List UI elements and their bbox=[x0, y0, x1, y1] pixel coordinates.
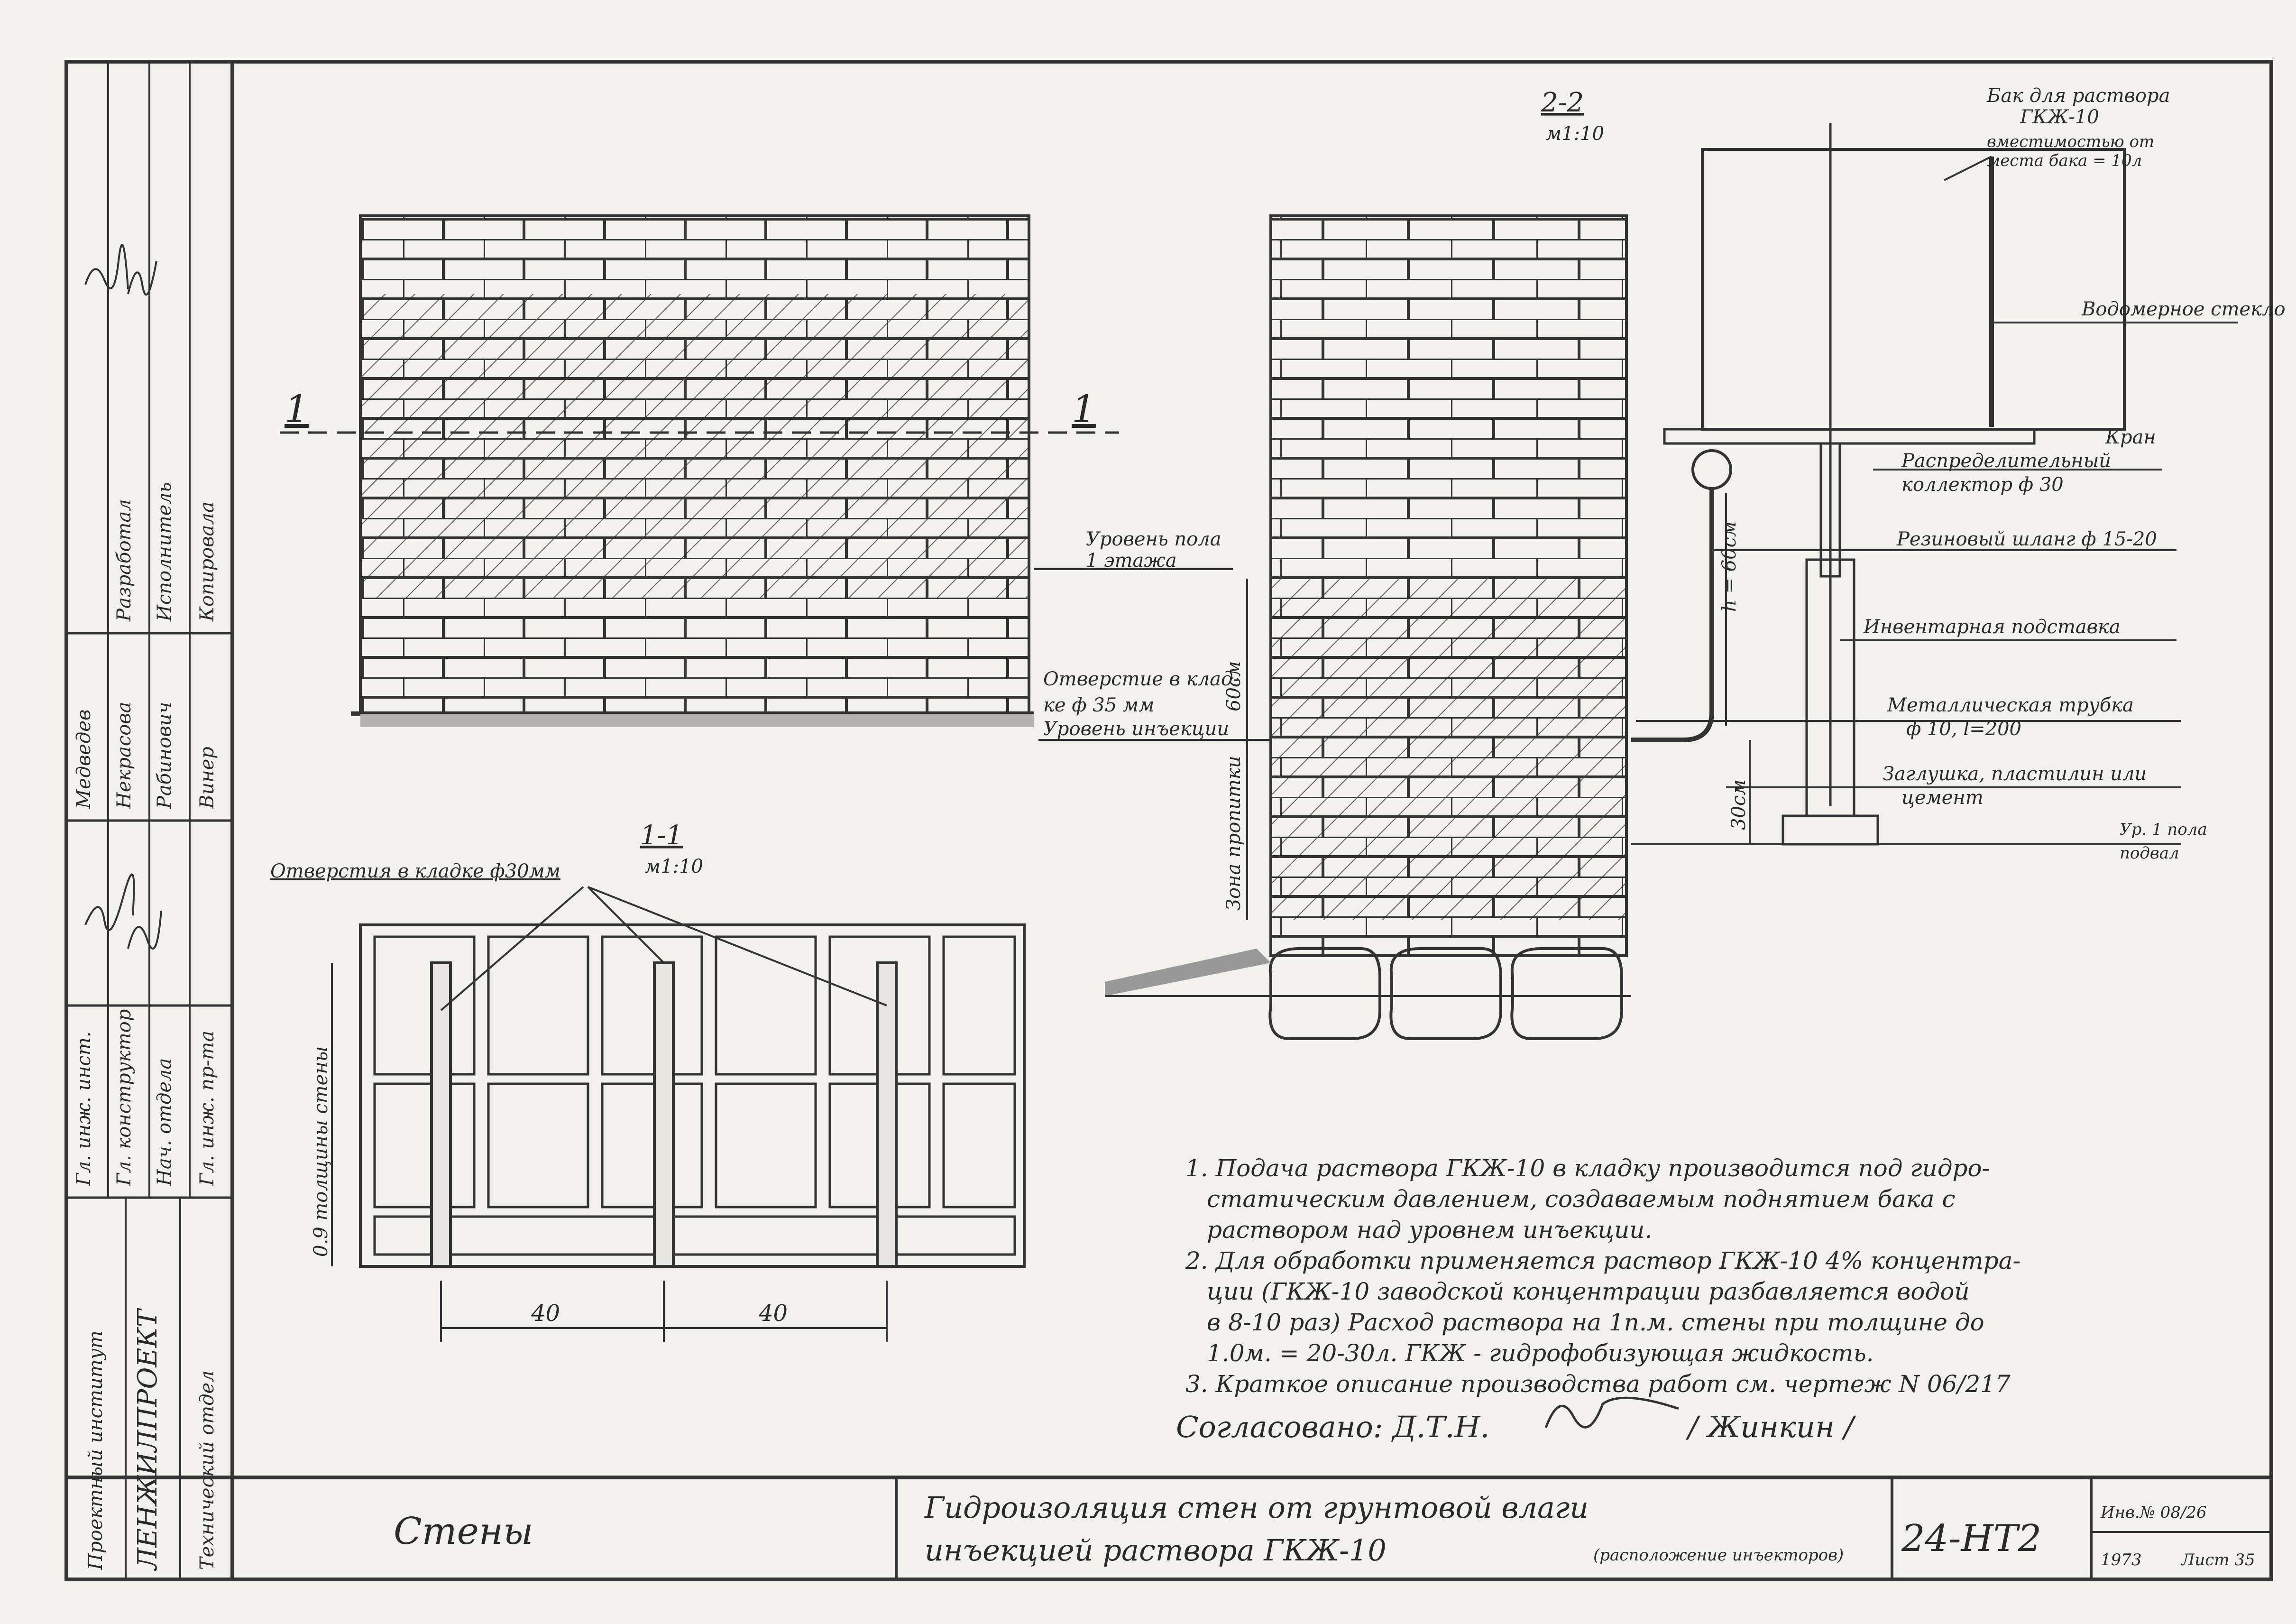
stamp-sidebar: Разработал Исполнитель Копировала Медвед… bbox=[66, 62, 232, 1579]
section-name: Стены bbox=[394, 1510, 533, 1553]
sheet-title-line1: Гидроизоляция стен от грунтовой влаги bbox=[924, 1490, 1589, 1525]
stamp-pos-1: Гл. инж. инст. bbox=[73, 1031, 95, 1186]
note-line: ции (ГКЖ-10 заводской концентрации разба… bbox=[1207, 1278, 1970, 1305]
section-2-scale: м1:10 bbox=[1546, 123, 1604, 145]
hole-label-1: Отверстие в клад- bbox=[1043, 668, 1240, 690]
tank-label-2: ГКЖ-10 bbox=[2020, 106, 2099, 128]
section-1-scale: м1:10 bbox=[645, 856, 703, 877]
sheet-year: 1973 bbox=[2101, 1550, 2142, 1569]
tap-icon bbox=[1691, 449, 1732, 490]
tank-label-3: вместимостью от bbox=[1987, 132, 2154, 151]
note-line: в 8-10 раз) Расход раствора на 1п.м. сте… bbox=[1207, 1309, 1984, 1336]
signature-mark bbox=[1544, 1396, 1679, 1429]
h-mark-label: 60см bbox=[1223, 661, 1245, 711]
tank-label-1: Бак для раствора bbox=[1986, 85, 2170, 107]
tube-label-1: Металлическая трубка bbox=[1887, 694, 2134, 716]
inventory-number: Инв.№ 08/26 bbox=[2100, 1503, 2207, 1522]
approval-label: Согласовано: Д.Т.Н. bbox=[1176, 1410, 1489, 1444]
tank-label-4: места бака = 10л bbox=[1987, 151, 2142, 170]
notes-block: 1. Подача раствора ГКЖ-10 в кладку произ… bbox=[1176, 1154, 2020, 1444]
injection-hole bbox=[876, 961, 898, 1268]
stamp-role-3: Копировала bbox=[196, 501, 218, 622]
h-pipe-label: h = 60см bbox=[1718, 521, 1740, 612]
level-label-2: подвал bbox=[2120, 844, 2179, 863]
sheet-code: 24-НТ2 bbox=[1901, 1517, 2041, 1560]
title-block: Стены Гидроизоляция стен от грунтовой вл… bbox=[394, 1477, 2271, 1579]
wall-section-1-1: 1-1 м1:10 Отверстия в кладке ф30мм 0.9 т… bbox=[270, 820, 1026, 1342]
institute-label: Проектный институт bbox=[85, 1330, 107, 1570]
glass-label: Водомерное стекло bbox=[2081, 298, 2286, 320]
solution-tank bbox=[1701, 148, 2126, 431]
note-line: 2. Для обработки применяется раствор ГКЖ… bbox=[1185, 1247, 2020, 1274]
section-2-title: 2-2 bbox=[1541, 87, 1584, 118]
zone-label: Зона пропитки bbox=[1223, 756, 1245, 911]
note-line: 3. Краткое описание производства работ с… bbox=[1185, 1370, 2011, 1398]
stand-label: Инвентарная подставка bbox=[1863, 616, 2121, 638]
note-line: раствором над уровнем инъекции. bbox=[1207, 1216, 1652, 1244]
level-label-1: Ур. 1 пола bbox=[2120, 820, 2207, 839]
hole-label-3: Уровень инъекции bbox=[1043, 718, 1229, 740]
stamp-name-2: Некрасова bbox=[113, 701, 135, 809]
cut-mark-right: 1 bbox=[1072, 387, 1096, 431]
plug-label-1: Заглушка, пластилин или bbox=[1883, 763, 2147, 785]
wall-elevation: 1 1 Уровень пола 1 этажа bbox=[280, 214, 1233, 727]
injection-equipment: h = 60см 30см Бак для раствора ГКЖ-10 вм… bbox=[1631, 85, 2286, 863]
dim-left-label: 40 bbox=[531, 1300, 560, 1327]
injection-hole bbox=[430, 961, 452, 1268]
collector-label-1: Распределительный bbox=[1901, 450, 2111, 472]
thickness-label: 0.9 толщины стены bbox=[310, 1046, 332, 1257]
note-line: 1.0м. = 20-30л. ГКЖ - гидрофобизующая жи… bbox=[1207, 1339, 1874, 1367]
wall-section-2-2: 2-2 м1:10 60см Зона пропитки Отверстие в… bbox=[1038, 87, 1631, 1040]
section-1-title: 1-1 bbox=[640, 820, 683, 851]
dim-right-label: 40 bbox=[758, 1300, 788, 1327]
stamp-name-1: Медведев bbox=[73, 710, 95, 809]
stamp-name-4: Винер bbox=[196, 747, 218, 809]
tube-label-2: ф 10, l=200 bbox=[1906, 718, 2021, 740]
stamp-role-2: Исполнитель bbox=[154, 482, 175, 622]
floor-level-label-2: 1 этажа bbox=[1086, 550, 1177, 572]
stamp-pos-3: Нач. отдела bbox=[154, 1058, 175, 1186]
plug-label-2: цемент bbox=[1901, 787, 1984, 809]
stamp-pos-2: Гл. конструктор bbox=[113, 1009, 135, 1186]
note-line: статическим давлением, создаваемым подня… bbox=[1207, 1185, 1955, 1213]
note-line: 1. Подача раствора ГКЖ-10 в кладку произ… bbox=[1185, 1154, 1990, 1182]
institute-name: ЛЕНЖИЛПРОЕКТ bbox=[132, 1308, 163, 1571]
approval-name: / Жинкин / bbox=[1686, 1410, 1856, 1444]
hole-label-2: ке ф 35 мм bbox=[1043, 694, 1154, 716]
injection-hole bbox=[653, 961, 675, 1268]
stamp-role-1: Разработал bbox=[113, 499, 135, 622]
sheet-title-line2: инъекцией раствора ГКЖ-10 bbox=[925, 1533, 1387, 1568]
collector-label-2: коллектор ф 30 bbox=[1901, 474, 2064, 496]
hose-label: Резиновый шланг ф 15-20 bbox=[1896, 528, 2157, 550]
stamp-name-3: Рабинович bbox=[154, 702, 175, 809]
sheet-number: Лист 35 bbox=[2180, 1550, 2255, 1569]
stamp-pos-4: Гл. инж. пр-та bbox=[196, 1031, 218, 1186]
cut-mark-left: 1 bbox=[285, 387, 309, 431]
floor-level-label: Уровень пола bbox=[1086, 528, 1221, 550]
tap-label: Кран bbox=[2105, 426, 2156, 448]
sheet-title-note: (расположение инъекторов) bbox=[1593, 1546, 1844, 1565]
department: Технический отдел bbox=[196, 1370, 218, 1570]
holes-plan-label: Отверстия в кладке ф30мм bbox=[270, 860, 560, 882]
